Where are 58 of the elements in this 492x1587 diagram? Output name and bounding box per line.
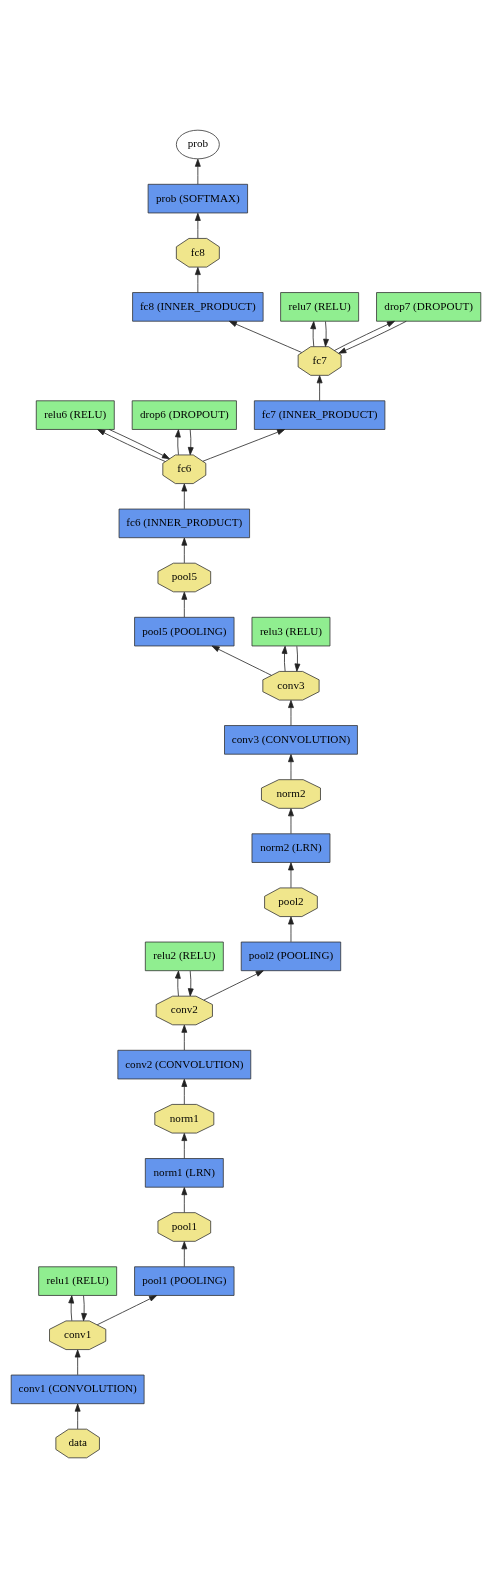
arrow [181,1240,188,1267]
arrow [181,1186,188,1213]
node-box: fc8 (INNER_PRODUCT) [132,291,264,322]
arrow [96,1294,158,1325]
arrow [181,1132,188,1159]
node-box: norm2 (LRN) [251,832,331,863]
node-box: pool2 (POOLING) [240,941,342,971]
arrow [181,1024,188,1050]
arrow [194,212,201,239]
node-box: drop7 (DROPOUT) [376,291,482,322]
node-box: relu3 (RELU) [251,616,331,646]
arrow [194,158,201,184]
arrow [316,374,323,401]
arrow [74,1403,81,1429]
node-box: relu7 (RELU) [280,291,360,322]
node-ellipse: prob [175,129,220,159]
arrow [310,320,317,347]
arrow [97,428,166,462]
arrow [174,970,181,996]
arrow [323,320,329,347]
node-box: norm1 (LRN) [144,1157,224,1188]
node-box: relu2 (RELU) [144,941,224,971]
arrow [181,483,188,509]
arrow [334,320,395,351]
arrow [187,428,194,455]
arrow [181,1078,188,1105]
arrow [288,916,294,942]
node-box: relu1 (RELU) [38,1265,118,1296]
arrow [68,1294,75,1321]
arrow [211,645,272,676]
arrow [181,591,188,617]
arrow [281,645,288,672]
arrow [181,537,188,563]
arrow [74,1349,81,1375]
arrow [228,320,303,353]
node-box: relu6 (RELU) [35,399,115,430]
arrow [203,969,264,1000]
arrow [288,699,294,726]
node-box: fc6 (INNER_PRODUCT) [118,508,250,538]
node-box: drop6 (DROPOUT) [131,399,237,430]
node-box: prob (SOFTMAX) [147,183,248,213]
node-box: fc7 (INNER_PRODUCT) [253,399,386,430]
node-box: pool1 (POOLING) [134,1265,235,1296]
arrow [187,970,194,996]
arrow [109,428,170,459]
arrow [174,428,181,455]
arrow [338,320,407,354]
arrow [202,428,286,462]
arrow [194,266,201,293]
arrow [288,753,294,780]
arrow [288,861,294,888]
node-box: conv1 (CONVOLUTION) [10,1374,145,1404]
node-box: pool5 (POOLING) [134,616,235,646]
arrow [288,807,294,834]
arrow [294,645,301,672]
node-box: conv2 (CONVOLUTION) [117,1049,252,1079]
node-box: conv3 (CONVOLUTION) [224,724,358,755]
arrow [81,1294,87,1321]
